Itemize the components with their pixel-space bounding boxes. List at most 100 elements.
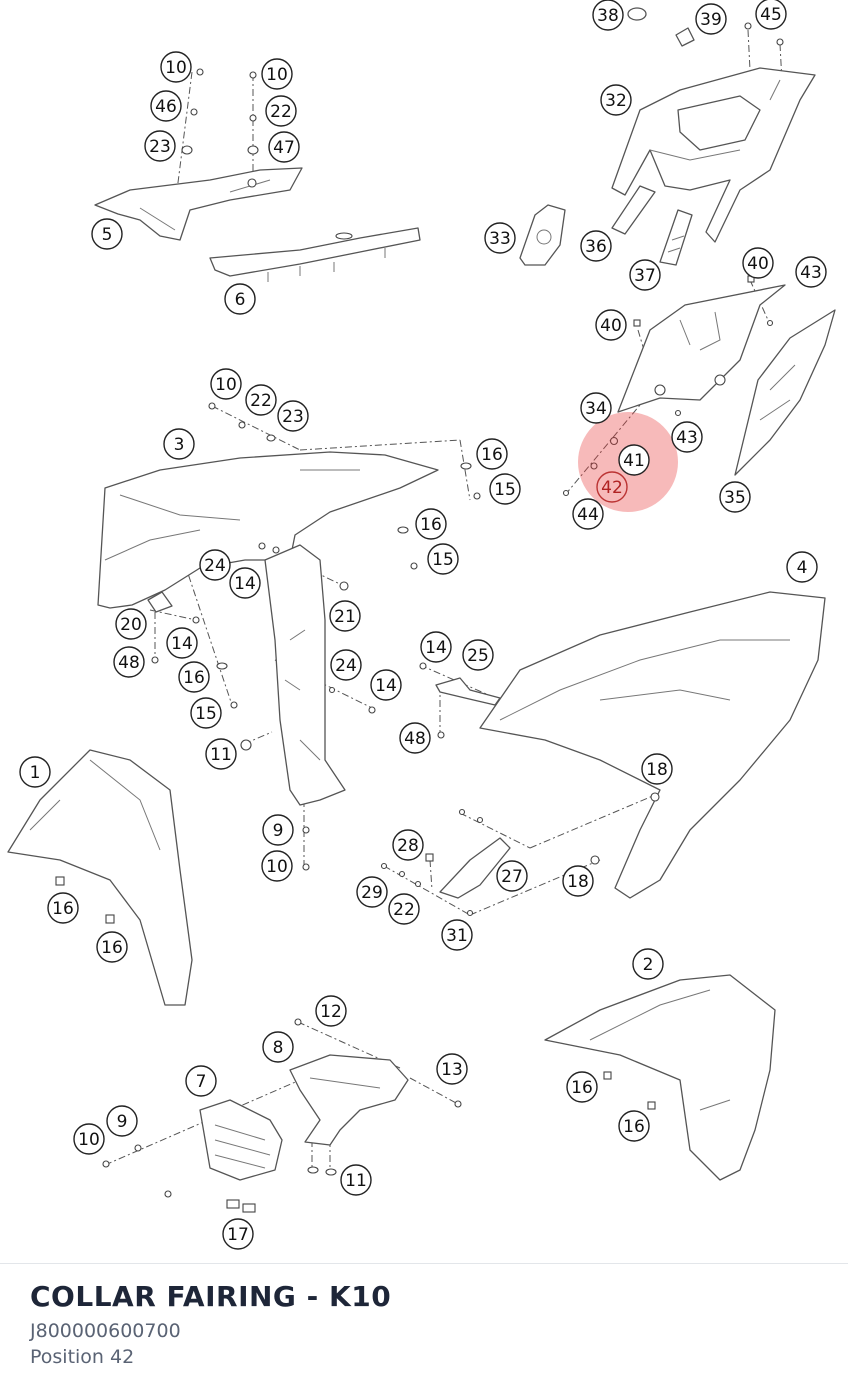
callout-circle xyxy=(268,131,300,163)
callout-14[interactable]: 14 xyxy=(370,669,402,701)
callout-number: 14 xyxy=(425,638,447,658)
callout-5[interactable]: 5 xyxy=(91,218,123,250)
callout-34[interactable]: 34 xyxy=(580,392,612,424)
callout-22[interactable]: 22 xyxy=(265,95,297,127)
callout-16[interactable]: 16 xyxy=(566,1071,598,1103)
callout-8[interactable]: 8 xyxy=(262,1031,294,1063)
callout-22[interactable]: 22 xyxy=(388,893,420,925)
callout-12[interactable]: 12 xyxy=(315,995,347,1027)
callout-23[interactable]: 23 xyxy=(277,400,309,432)
callout-21[interactable]: 21 xyxy=(329,600,361,632)
callout-36[interactable]: 36 xyxy=(580,230,612,262)
callout-41[interactable]: 41 xyxy=(618,444,650,476)
callout-10[interactable]: 10 xyxy=(261,58,293,90)
callout-circle xyxy=(245,384,277,416)
callout-46[interactable]: 46 xyxy=(150,90,182,122)
callout-14[interactable]: 14 xyxy=(229,567,261,599)
callout-15[interactable]: 15 xyxy=(489,473,521,505)
callout-38[interactable]: 38 xyxy=(592,0,624,31)
callout-number: 27 xyxy=(501,867,523,887)
part-17 xyxy=(226,1199,256,1213)
callout-40[interactable]: 40 xyxy=(595,309,627,341)
callout-10[interactable]: 10 xyxy=(261,850,293,882)
callout-31[interactable]: 31 xyxy=(441,919,473,951)
callout-circle xyxy=(222,1218,254,1250)
callout-circle xyxy=(580,230,612,262)
callout-circle xyxy=(462,639,494,671)
callout-27[interactable]: 27 xyxy=(496,860,528,892)
callout-11[interactable]: 11 xyxy=(205,738,237,770)
callout-29[interactable]: 29 xyxy=(356,876,388,908)
callout-number: 25 xyxy=(467,646,489,666)
callout-14[interactable]: 14 xyxy=(166,627,198,659)
callout-10[interactable]: 10 xyxy=(73,1123,105,1155)
callout-24[interactable]: 24 xyxy=(199,549,231,581)
callout-40[interactable]: 40 xyxy=(742,247,774,279)
callout-25[interactable]: 25 xyxy=(462,639,494,671)
callout-35[interactable]: 35 xyxy=(719,481,751,513)
footer-divider xyxy=(0,1263,848,1264)
callout-10[interactable]: 10 xyxy=(210,368,242,400)
callout-circle xyxy=(496,860,528,892)
callout-47[interactable]: 47 xyxy=(268,131,300,163)
callout-13[interactable]: 13 xyxy=(436,1053,468,1085)
callout-number: 22 xyxy=(250,391,272,411)
callout-number: 31 xyxy=(446,926,468,946)
callout-42[interactable]: 42 xyxy=(596,471,628,503)
callout-9[interactable]: 9 xyxy=(106,1105,138,1137)
callout-7[interactable]: 7 xyxy=(185,1065,217,1097)
callout-37[interactable]: 37 xyxy=(629,259,661,291)
callout-2[interactable]: 2 xyxy=(632,948,664,980)
callout-14[interactable]: 14 xyxy=(420,631,452,663)
callout-11[interactable]: 11 xyxy=(340,1164,372,1196)
callout-circle xyxy=(592,0,624,31)
callout-number: 15 xyxy=(432,550,454,570)
callout-3[interactable]: 3 xyxy=(163,428,195,460)
callout-circle xyxy=(629,259,661,291)
callout-number: 14 xyxy=(171,634,193,654)
callout-43[interactable]: 43 xyxy=(671,421,703,453)
callout-16[interactable]: 16 xyxy=(96,931,128,963)
part-37 xyxy=(659,209,693,266)
callout-16[interactable]: 16 xyxy=(618,1110,650,1142)
part-3-lower xyxy=(264,544,346,806)
callout-20[interactable]: 20 xyxy=(115,608,147,640)
callout-circle xyxy=(106,1105,138,1137)
callout-43[interactable]: 43 xyxy=(795,256,827,288)
callout-16[interactable]: 16 xyxy=(476,438,508,470)
callout-16[interactable]: 16 xyxy=(47,892,79,924)
callout-48[interactable]: 48 xyxy=(113,646,145,678)
callout-15[interactable]: 15 xyxy=(190,697,222,729)
callout-16[interactable]: 16 xyxy=(415,508,447,540)
callout-circle xyxy=(399,722,431,754)
callout-18[interactable]: 18 xyxy=(562,865,594,897)
callout-33[interactable]: 33 xyxy=(484,222,516,254)
callout-number: 12 xyxy=(320,1002,342,1022)
callout-48[interactable]: 48 xyxy=(399,722,431,754)
callout-number: 3 xyxy=(174,435,185,455)
callout-number: 33 xyxy=(489,229,511,249)
callout-9[interactable]: 9 xyxy=(262,814,294,846)
callout-17[interactable]: 17 xyxy=(222,1218,254,1250)
callout-44[interactable]: 44 xyxy=(572,498,604,530)
callout-1[interactable]: 1 xyxy=(19,756,51,788)
part-5 xyxy=(94,167,303,241)
callout-circle xyxy=(277,400,309,432)
callout-10[interactable]: 10 xyxy=(160,51,192,83)
callout-number: 17 xyxy=(227,1225,249,1245)
callout-6[interactable]: 6 xyxy=(224,283,256,315)
callout-45[interactable]: 45 xyxy=(755,0,787,30)
callout-16[interactable]: 16 xyxy=(178,661,210,693)
callout-15[interactable]: 15 xyxy=(427,543,459,575)
callout-39[interactable]: 39 xyxy=(695,3,727,35)
callout-28[interactable]: 28 xyxy=(392,829,424,861)
callout-24[interactable]: 24 xyxy=(330,649,362,681)
callout-22[interactable]: 22 xyxy=(245,384,277,416)
callout-number: 47 xyxy=(273,138,295,158)
callout-number: 43 xyxy=(676,428,698,448)
callout-4[interactable]: 4 xyxy=(786,551,818,583)
callout-18[interactable]: 18 xyxy=(641,753,673,785)
callout-32[interactable]: 32 xyxy=(600,84,632,116)
callout-23[interactable]: 23 xyxy=(144,130,176,162)
callout-number: 46 xyxy=(155,97,177,117)
